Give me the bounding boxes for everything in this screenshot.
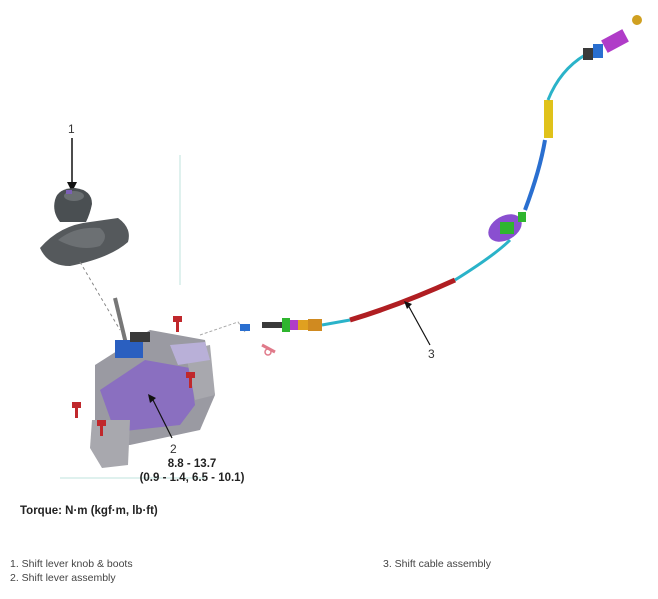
callout-1-arrow: [67, 138, 77, 192]
callout-3-label: 3: [428, 347, 435, 361]
assembly-line: [199, 321, 246, 336]
callout-2-arrow: [148, 394, 173, 439]
torque-values: 8.8 - 13.7 (0.9 - 1.4, 6.5 - 10.1): [122, 457, 262, 485]
mounting-bolt: [72, 402, 81, 418]
torque-unit-title: Torque: N·m (kgf·m, lb·ft): [20, 505, 158, 517]
legend-item: 2. Shift lever assembly: [10, 572, 116, 584]
callout-2-label: 2: [170, 442, 177, 456]
torque-alt-units: (0.9 - 1.4, 6.5 - 10.1): [139, 472, 245, 484]
legend-item: 3. Shift cable assembly: [383, 558, 491, 570]
shift-lever-assembly: [90, 297, 215, 468]
mounting-bolt: [97, 420, 106, 436]
callout-3-arrow: [404, 301, 431, 346]
cable-end-fitting: [240, 324, 276, 356]
legend-item: 1. Shift lever knob & boots: [10, 558, 133, 570]
mounting-bolt: [186, 372, 195, 388]
shift-knob-and-boot: [40, 188, 129, 266]
shift-cable-assembly: [262, 15, 642, 332]
mounting-bolt: [173, 316, 182, 332]
legend-right: 3. Shift cable assembly: [383, 557, 491, 571]
torque-nm: 8.8 - 13.7: [167, 458, 217, 470]
callout-1-label: 1: [68, 122, 75, 136]
legend-left: 1. Shift lever knob & boots 2. Shift lev…: [10, 557, 133, 585]
assembly-line: [79, 261, 121, 331]
